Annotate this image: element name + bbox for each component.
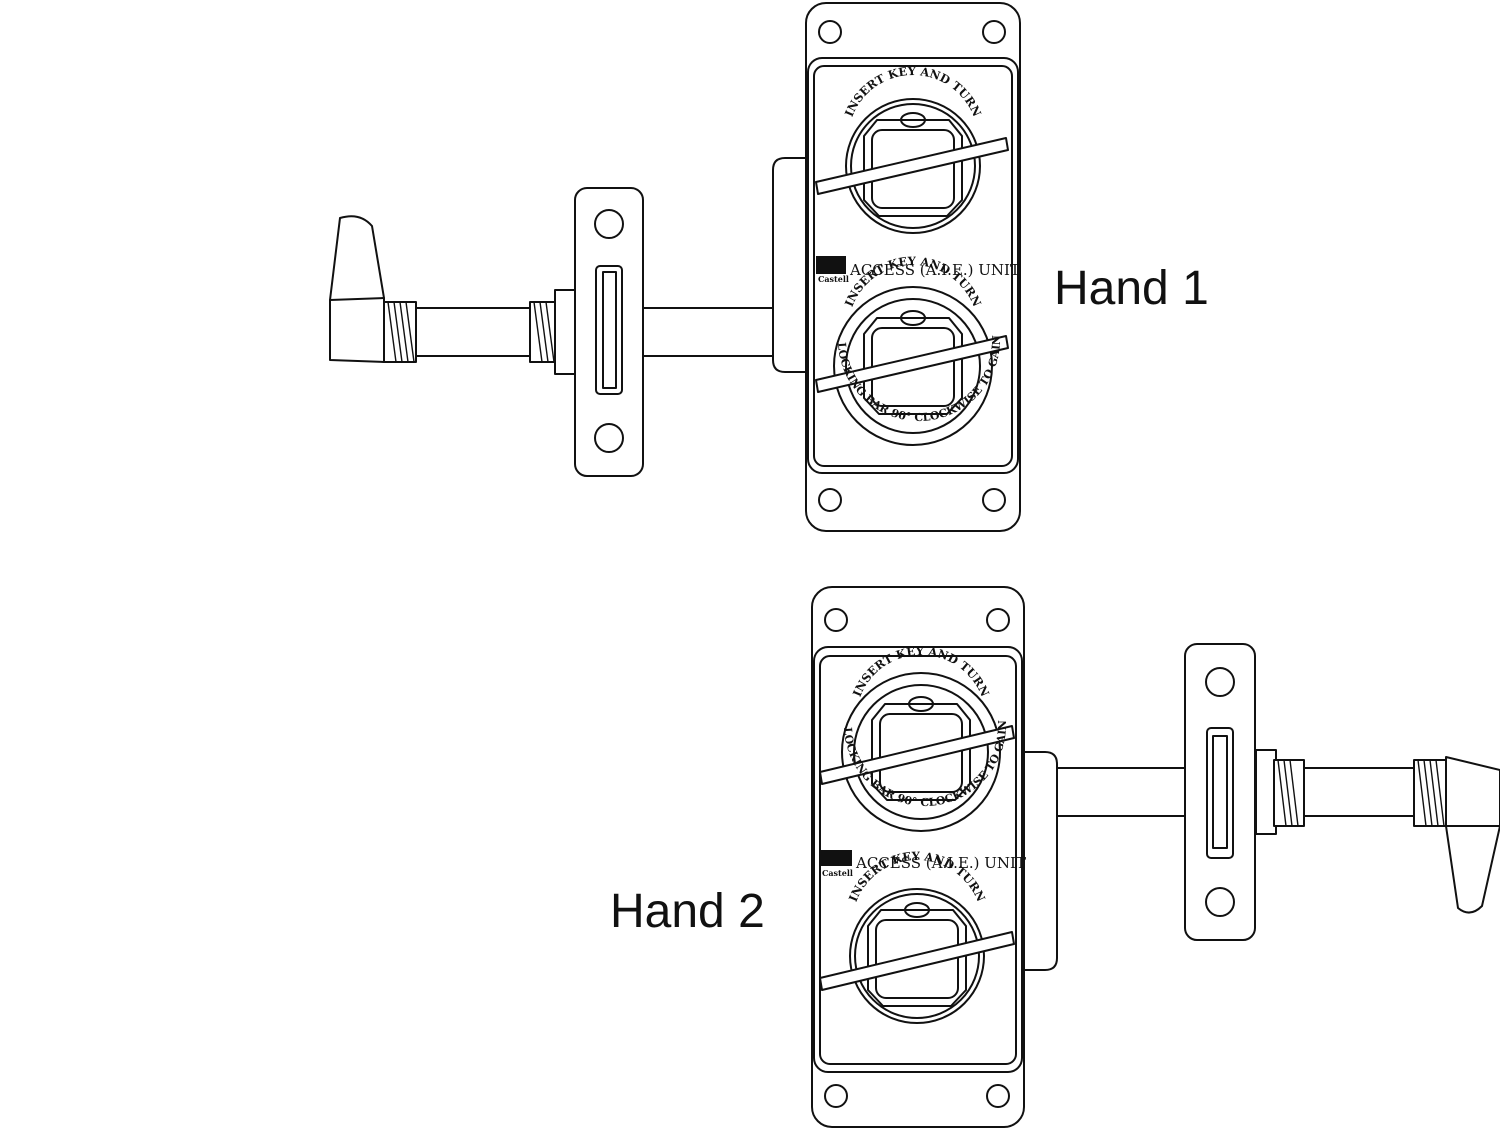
hand-1-label: Hand 1 xyxy=(1054,262,1209,315)
unit-title: ACCESS (A.I.E.) UNIT xyxy=(849,261,1020,279)
mounting-hole-icon xyxy=(982,20,1006,44)
spring-left xyxy=(1255,749,1305,835)
spring-right xyxy=(1413,759,1447,827)
locking-bar-icon xyxy=(819,931,1015,991)
mounting-hole-icon xyxy=(824,1084,848,1108)
handle-knob xyxy=(1445,756,1500,914)
brand-label: Castell xyxy=(822,868,853,878)
hand-2-label: Hand 2 xyxy=(610,885,765,938)
unit-title: ACCESS (A.I.E.) UNIT xyxy=(855,854,1026,872)
brand-label: Castell xyxy=(818,274,849,284)
mounting-hole-icon xyxy=(818,488,842,512)
mounting-hole-icon xyxy=(824,608,848,632)
spring-right xyxy=(529,289,578,375)
locking-bar-icon xyxy=(819,725,1015,785)
spring-left xyxy=(383,301,417,363)
mounting-bracket xyxy=(574,187,644,477)
bracket-hole-icon xyxy=(594,423,624,453)
locking-bar-icon xyxy=(815,137,1009,195)
hand-1-assembly: INSERT KEY AND TURN Castell ACCESS (A.I.… xyxy=(0,0,1021,532)
locking-bar-icon xyxy=(815,335,1009,393)
unit-title-plate: Castell ACCESS (A.I.E.) UNIT xyxy=(816,256,1020,284)
mounting-hole-icon xyxy=(982,488,1006,512)
unit-title-plate: Castell ACCESS (A.I.E.) UNIT xyxy=(820,850,1026,878)
bracket-hole-icon xyxy=(1205,667,1235,697)
castell-logo-icon xyxy=(816,256,846,274)
mounting-bracket xyxy=(1184,643,1256,941)
bracket-hole-icon xyxy=(1205,887,1235,917)
mounting-hole-icon xyxy=(986,1084,1010,1108)
mounting-hole-icon xyxy=(818,20,842,44)
bracket-hole-icon xyxy=(594,209,624,239)
castell-logo-icon xyxy=(820,850,852,866)
mounting-hole-icon xyxy=(986,608,1010,632)
handle-knob xyxy=(329,215,385,363)
